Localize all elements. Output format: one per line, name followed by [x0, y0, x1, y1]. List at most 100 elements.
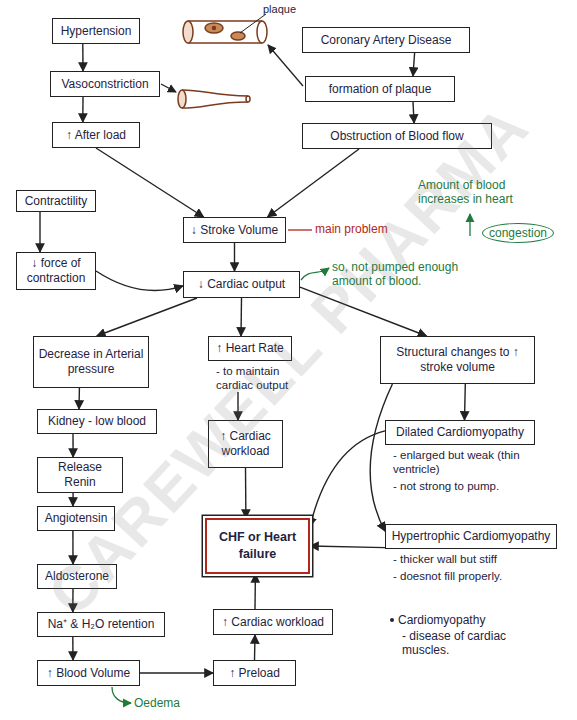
flow-arrow — [78, 388, 80, 409]
flow-arrow — [464, 384, 466, 420]
box-text: Release Renin — [42, 460, 118, 490]
process-box: ↑ Blood Volume — [37, 660, 140, 686]
process-box: Obstruction of Blood flow — [302, 123, 492, 149]
flow-arrow — [82, 44, 84, 71]
box-text: ↑ After load — [66, 128, 126, 143]
box-text: Vasoconstriction — [61, 77, 148, 92]
narrowed-vessel-illustration — [178, 90, 250, 108]
output-note-arrow — [301, 268, 329, 280]
flow-arrow — [72, 434, 73, 457]
symptom-label: Oedema — [134, 696, 180, 710]
flow-arrow — [234, 243, 235, 271]
flow-arrow — [237, 392, 238, 420]
process-box: ↓ Cardiac output — [183, 271, 300, 298]
main-problem-leader — [288, 229, 312, 230]
flow-arrow — [72, 637, 74, 660]
box-text: Aldosterone — [45, 569, 109, 584]
box-text: Contractility — [25, 194, 88, 209]
note-text: - enlarged but weak (thin ventricle) — [385, 448, 535, 476]
plaque-arrow — [268, 45, 303, 86]
process-box: ↑ Cardiac workload — [208, 420, 283, 468]
definition-term: Cardiomyopathy — [398, 613, 518, 627]
definition-text: - disease of cardiac muscles. — [402, 629, 507, 657]
flow-arrow — [240, 298, 242, 336]
note-text: - to maintain cardiac output — [208, 364, 308, 392]
side-note: so, not pumped enough amount of blood. — [332, 260, 482, 288]
flow-arrow — [310, 431, 385, 527]
flow-arrow — [96, 148, 204, 217]
process-box: ↑ After load — [52, 122, 140, 148]
box-text: ↓ Cardiac output — [198, 277, 285, 292]
illustration-label: plaque — [263, 2, 296, 16]
flow-arrow — [413, 53, 415, 76]
flow-arrow — [72, 531, 73, 564]
bullet-dot — [390, 618, 394, 622]
note-text: - doesnot fill properly. — [385, 569, 560, 583]
annotated-box: ↑ Heart Rate - to maintain cardiac output — [208, 336, 308, 392]
process-box: Hypertension — [52, 18, 140, 44]
process-box: ↓ force of contraction — [16, 252, 96, 290]
box-text: CHF or Heart failure — [211, 529, 304, 563]
box-text: Structural changes to ↑ stroke volume — [385, 345, 530, 375]
flow-arrow — [72, 589, 74, 612]
box-text: Hypertrophic Cardiomyopathy — [385, 524, 557, 549]
box-text: ↓ force of contraction — [21, 256, 91, 286]
process-box: Na⁺ & H₂O retention — [37, 612, 165, 637]
oedema-arrow — [112, 687, 131, 703]
box-text: ↑ Cardiac workload — [213, 429, 278, 459]
box-text: formation of plaque — [329, 82, 432, 97]
flow-arrow — [96, 271, 183, 291]
process-box: Decrease in Arterial pressure — [33, 336, 149, 388]
process-box: Kidney - low blood — [37, 409, 157, 434]
callout-note: main problem — [315, 222, 405, 236]
box-text: Na⁺ & H₂O retention — [48, 617, 155, 632]
annotated-box: Hypertrophic Cardiomyopathy - thicker wal… — [385, 524, 560, 583]
plaque-leader — [240, 14, 266, 33]
flow-arrow — [413, 102, 414, 123]
box-text: Kidney - low blood — [48, 414, 146, 429]
flow-arrow — [97, 298, 197, 336]
box-text: ↑ Blood Volume — [47, 666, 130, 681]
note-text: - not strong to pump. — [385, 479, 535, 493]
process-box: Angiotensin — [37, 506, 115, 531]
process-box: Release Renin — [37, 457, 123, 493]
process-box: Contractility — [16, 190, 96, 212]
box-text: ↓ Stroke Volume — [191, 223, 278, 238]
process-box: ↑ Cardiac workload — [213, 609, 333, 635]
circled-note: congestion — [482, 223, 554, 243]
box-text: Decrease in Arterial pressure — [38, 347, 144, 377]
artery-plaque-illustration — [183, 21, 267, 43]
box-text: Angiotensin — [45, 511, 108, 526]
flow-arrow — [310, 546, 385, 548]
annotated-box: Dilated Cardiomyopathy - enlarged but wea… — [385, 420, 535, 493]
flow-arrow — [268, 149, 360, 217]
flow-arrow — [370, 384, 392, 531]
box-text: Obstruction of Blood flow — [330, 129, 463, 144]
process-box: Aldosterone — [37, 564, 117, 589]
process-box: Coronary Artery Disease — [302, 27, 470, 53]
process-box: Structural changes to ↑ stroke volume — [380, 336, 535, 384]
flow-arrow — [254, 635, 256, 660]
flow-arrow — [39, 212, 40, 252]
box-text: Dilated Cardiomyopathy — [385, 420, 535, 445]
box-text: ↑ Heart Rate — [208, 336, 292, 361]
flow-arrow — [300, 287, 427, 336]
congestion-arrow — [469, 214, 470, 236]
process-box: Vasoconstriction — [50, 71, 160, 97]
watermark: CAREWELL PHARMA — [0, 51, 577, 670]
process-box: ↑ Preload — [213, 660, 296, 686]
box-text: Coronary Artery Disease — [321, 33, 452, 48]
flow-arrow — [254, 574, 256, 609]
flow-arrow — [140, 672, 213, 673]
box-text: ↑ Cardiac workload — [222, 615, 324, 630]
process-box: ↓ Stroke Volume — [183, 217, 286, 243]
process-box: formation of plaque — [305, 76, 455, 102]
flow-arrow — [72, 493, 74, 506]
flow-arrow — [82, 97, 84, 122]
note-text: - thicker wall but stiff — [385, 552, 560, 566]
box-text: Hypertension — [61, 24, 132, 39]
flow-arrow — [245, 468, 247, 518]
box-text: ↑ Preload — [229, 666, 280, 681]
vessel-arrow — [161, 84, 176, 92]
